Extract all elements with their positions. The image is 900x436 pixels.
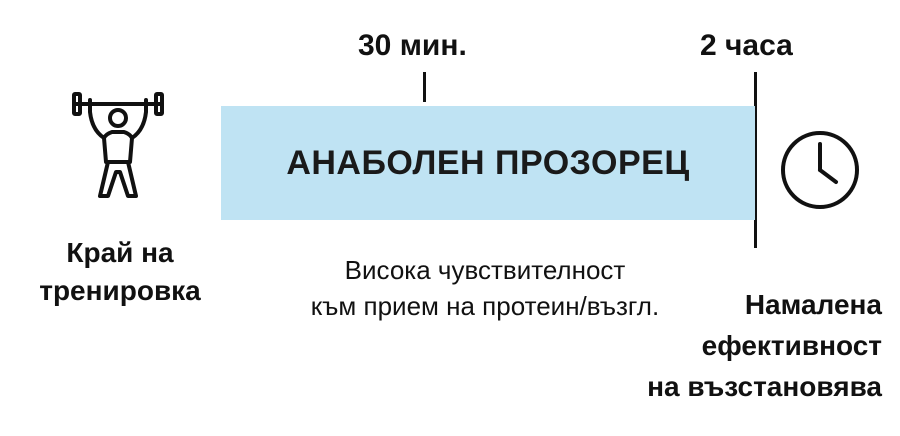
reduced-recovery-line-2: ефективност xyxy=(701,330,882,361)
anabolic-window-bar: АНАБОЛЕН ПРОЗОРЕЦ xyxy=(221,106,755,220)
reduced-recovery-caption: Намалена ефективност на възстановява xyxy=(620,284,882,407)
marker-2-hours-tick xyxy=(754,72,757,248)
marker-30-min-label: 30 мин. xyxy=(358,29,467,62)
reduced-recovery-line-1: Намалена xyxy=(744,289,882,320)
reduced-recovery-line-3: на възстановява xyxy=(647,371,882,402)
marker-30-min-tick xyxy=(423,72,426,102)
anabolic-window-label: АНАБОЛЕН ПРОЗОРЕЦ xyxy=(286,143,690,182)
workout-end-line-2: тренировка xyxy=(39,275,201,306)
sensitivity-line-2: към прием на протеин/възгл. xyxy=(310,291,660,321)
sensitivity-caption: Висока чувствителност към прием на проте… xyxy=(270,252,700,324)
workout-end-caption: Край на тренировка xyxy=(20,234,220,310)
marker-2-hours-label: 2 часа xyxy=(700,29,793,62)
workout-end-line-1: Край на xyxy=(66,237,174,268)
weightlifter-icon xyxy=(68,90,168,207)
clock-icon xyxy=(778,128,862,217)
sensitivity-line-1: Висока чувствителност xyxy=(344,255,626,285)
